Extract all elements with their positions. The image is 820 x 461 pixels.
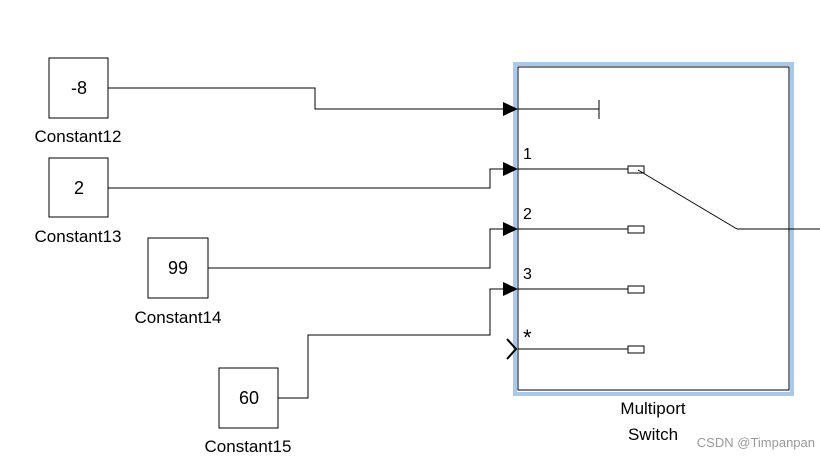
- constant12-value: -8: [71, 78, 87, 98]
- switch-arm: [637, 169, 738, 230]
- constant12-block[interactable]: -8: [48, 57, 109, 119]
- constant12-label: Constant12: [35, 127, 122, 146]
- constant14-block[interactable]: 99: [147, 237, 209, 299]
- control-input-port[interactable]: [503, 102, 518, 116]
- default-input-port[interactable]: [506, 338, 518, 360]
- constant13-value: 2: [74, 178, 84, 198]
- watermark: CSDN @Timpanpan: [697, 435, 815, 450]
- data-input-port-1[interactable]: [503, 162, 518, 176]
- multiport-switch-block[interactable]: 1 2 3 *: [503, 62, 820, 396]
- constant15-label: Constant15: [205, 437, 292, 456]
- port-label-1: 1: [523, 146, 532, 163]
- port-label-2: 2: [523, 206, 532, 223]
- signal-line-constant13[interactable]: [108, 168, 505, 189]
- signal-line-constant15[interactable]: [278, 288, 505, 399]
- contact-2: [627, 225, 645, 234]
- signal-line-constant14[interactable]: [208, 228, 505, 269]
- constant15-block[interactable]: 60: [218, 367, 279, 429]
- switch-label-line1: Multiport: [620, 399, 685, 418]
- constant14-label: Constant14: [135, 308, 222, 327]
- data-input-port-2[interactable]: [503, 222, 518, 236]
- port-label-default: *: [523, 325, 532, 350]
- contact-3: [627, 285, 645, 294]
- switch-label-line2: Switch: [628, 425, 678, 444]
- signal-line-constant12[interactable]: [108, 87, 505, 110]
- data-input-port-3[interactable]: [503, 282, 518, 296]
- contact-default: [627, 345, 645, 354]
- constant13-block[interactable]: 2: [48, 157, 109, 218]
- constant14-value: 99: [168, 258, 188, 278]
- constant13-label: Constant13: [35, 227, 122, 246]
- contact-1: [627, 165, 645, 174]
- constant15-value: 60: [239, 388, 259, 408]
- port-label-3: 3: [523, 266, 532, 283]
